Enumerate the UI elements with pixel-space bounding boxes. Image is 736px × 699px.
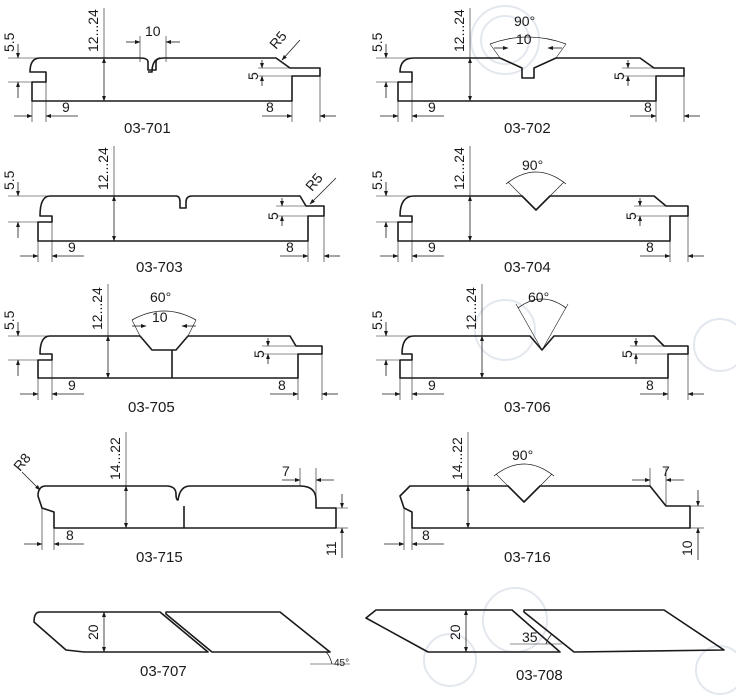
dim-left-offset: 9 <box>68 239 76 255</box>
dim-right-offset: 8 <box>646 239 654 255</box>
dim-radius: R8 <box>10 450 34 474</box>
dim-left-offset: 9 <box>428 239 436 255</box>
dim-bevel: 7 <box>662 463 670 479</box>
dim-height: 20 <box>447 624 463 640</box>
dim-gap-width: 10 <box>145 23 161 39</box>
dim-angle: 35 <box>522 629 538 645</box>
dim-thickness: 14...22 <box>449 437 465 480</box>
profile-03-704: 5.5 12...24 90° 5 9 8 03-704 <box>369 146 704 276</box>
profile-03-715: R8 14...22 7 8 11 03-715 <box>10 432 348 566</box>
dim-edge-height: 5.5 <box>1 310 17 330</box>
dim-edge-height: 5.5 <box>1 32 17 52</box>
dim-radius: R5 <box>266 28 290 52</box>
profile-03-707: 20 45° 03-707 <box>33 611 350 680</box>
dim-angle: 90° <box>512 447 533 463</box>
profile-code: 03-701 <box>124 120 171 137</box>
dim-thickness: 12...24 <box>95 147 111 190</box>
dim-right-height: 11 <box>323 541 339 556</box>
dim-angle: 60° <box>528 289 549 305</box>
dim-tongue: 5 <box>251 350 267 358</box>
dim-radius: R5 <box>302 170 326 194</box>
dim-left-offset: 9 <box>428 99 436 115</box>
dim-edge-height: 5.5 <box>1 170 17 190</box>
profile-03-706: 5.5 12...24 60° 5 9 8 03-706 <box>369 284 704 416</box>
profile-code: 03-707 <box>140 663 187 680</box>
dim-gap-width: 10 <box>516 31 532 47</box>
profile-03-701: 5.5 12...24 10 R5 5 9 8 03-701 <box>1 8 336 137</box>
profile-03-708: 20 35 03-708 <box>365 609 725 684</box>
profile-03-716: 14...22 90° 7 8 10 03-716 <box>384 432 704 566</box>
dim-angle: 60° <box>150 289 171 305</box>
dim-tongue: 5 <box>623 212 639 220</box>
profile-03-702: 5.5 12...24 90° 10 5 9 8 03-702 <box>369 8 700 137</box>
profile-code: 03-702 <box>504 120 551 137</box>
dim-tongue: 5 <box>265 212 281 220</box>
dim-angle: 45° <box>334 658 349 669</box>
dim-tongue: 5 <box>245 72 261 80</box>
profile-code: 03-703 <box>136 259 183 276</box>
dim-gap-width: 10 <box>152 309 168 325</box>
dim-angle: 90° <box>514 13 535 29</box>
dim-right-offset: 8 <box>646 377 654 393</box>
dim-right-offset: 8 <box>286 239 294 255</box>
dim-right-offset: 8 <box>278 377 286 393</box>
dim-right-height: 10 <box>679 540 695 556</box>
dim-edge-height: 5.5 <box>369 170 385 190</box>
profile-code: 03-708 <box>516 667 563 684</box>
watermark <box>423 5 736 695</box>
dim-bevel: 7 <box>282 463 290 479</box>
profile-03-703: 5.5 12...24 R5 5 9 8 03-703 <box>1 146 340 276</box>
profile-03-705: 5.5 12...24 60° 10 5 9 8 03-705 <box>1 284 338 416</box>
profile-code: 03-715 <box>136 549 183 566</box>
dim-angle: 90° <box>522 157 543 173</box>
profile-code: 03-705 <box>128 399 175 416</box>
dim-edge-height: 5.5 <box>369 32 385 52</box>
profile-code: 03-716 <box>504 549 551 566</box>
dim-thickness: 12...24 <box>85 9 101 52</box>
dim-left-offset: 8 <box>66 527 74 543</box>
dim-left-offset: 9 <box>62 99 70 115</box>
profile-code: 03-704 <box>504 259 551 276</box>
dim-right-offset: 8 <box>644 99 652 115</box>
dim-thickness: 12...24 <box>451 147 467 190</box>
profile-code: 03-706 <box>504 399 551 416</box>
dim-tongue: 5 <box>619 350 635 358</box>
dim-edge-height: 5.5 <box>369 310 385 330</box>
dim-left-offset: 8 <box>422 527 430 543</box>
dim-thickness: 12...24 <box>463 287 479 330</box>
dim-tongue: 5 <box>611 72 627 80</box>
dim-right-offset: 8 <box>266 99 274 115</box>
dim-thickness: 12...24 <box>89 287 105 330</box>
dim-left-offset: 9 <box>428 377 436 393</box>
dim-thickness: 14...22 <box>107 437 123 480</box>
dim-thickness: 12...24 <box>451 9 467 52</box>
dim-height: 20 <box>85 624 101 640</box>
dim-left-offset: 9 <box>68 377 76 393</box>
